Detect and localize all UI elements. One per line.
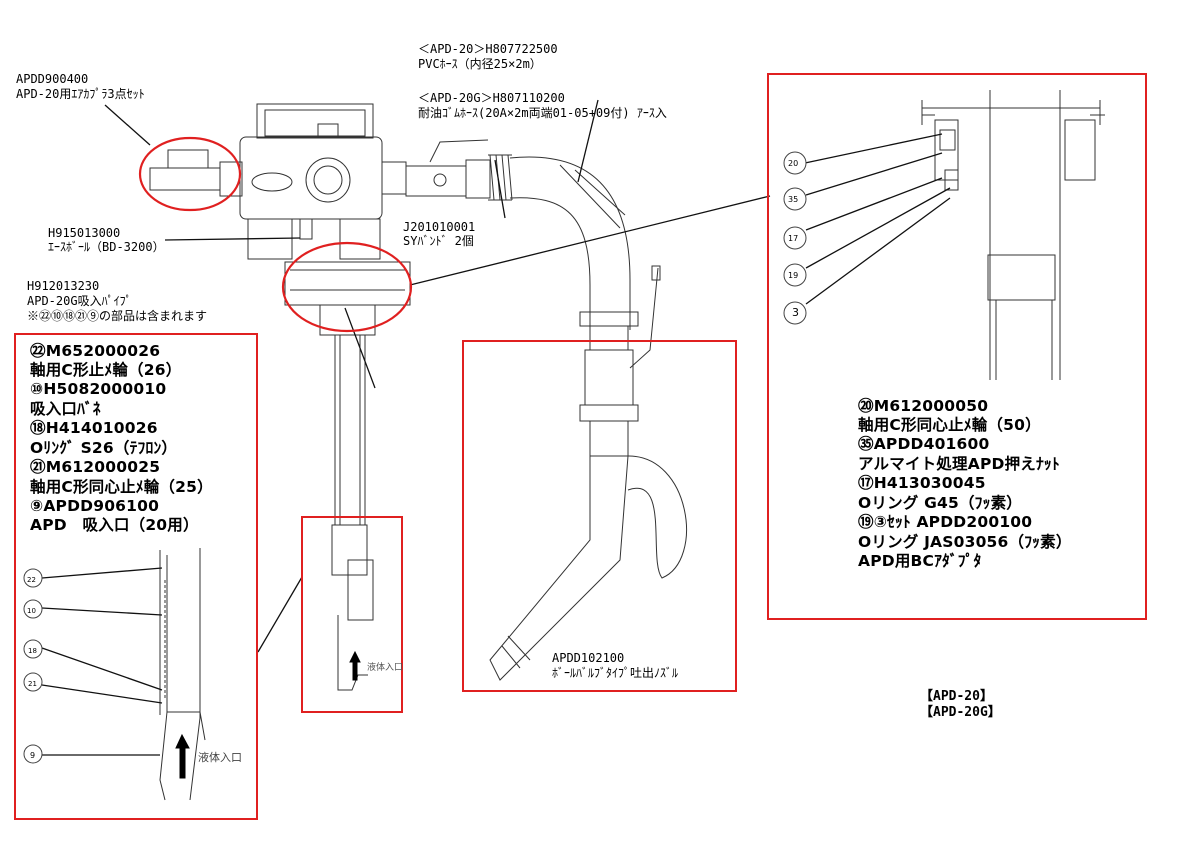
pipe-desc: APD-20G吸入ﾊﾟｲﾌﾟ	[27, 294, 132, 308]
right-panel-line: Oリング JAS03056（ﾌｯ素）	[858, 533, 1072, 551]
band-desc: SYﾊﾞﾝﾄﾞ 2個	[403, 234, 474, 248]
right-panel-line: ⑳M612000050	[858, 397, 989, 415]
right-panel-line: アルマイト処理APD押えﾅｯﾄ	[858, 455, 1060, 473]
model-label-apd20: 【APD-20】	[920, 689, 993, 704]
rubber-hose-code: ＜APD-20G＞H807110200	[418, 91, 565, 105]
pipe-note: ※㉒⑩⑱㉑⑨の部品は含まれます	[27, 309, 208, 323]
callout-circle	[783, 151, 807, 175]
coupler-code: APDD900400	[16, 72, 89, 86]
nozzle-code: APDD102100	[552, 651, 625, 665]
pipe-code: H912013230	[27, 279, 100, 293]
left-panel-line: 軸用C形止ﾒ輪（26）	[30, 361, 182, 379]
callout-number: 35	[788, 195, 799, 204]
callout-circle	[783, 226, 807, 250]
callout-circle	[23, 568, 43, 588]
rubber-hose-desc: 耐油ｺﾞﾑﾎｰｽ(20A×2m両端01-05+09付) ｱｰｽ入	[418, 106, 667, 120]
left-panel-line: ⑨APDD906100	[30, 497, 160, 515]
coupler-highlight	[138, 136, 242, 212]
pump-nut	[284, 261, 411, 306]
pvc-hose-desc: PVCﾎｰｽ（内径25×2m）	[418, 57, 542, 71]
air-coupler	[149, 167, 221, 191]
nozzle-grip	[627, 455, 687, 579]
nut-highlight	[281, 241, 413, 333]
callout-circle	[23, 744, 43, 764]
ball-valve-desc: ｴｰｽﾎﾞｰﾙ（BD-3200）	[48, 240, 165, 254]
callout-number: 20	[788, 159, 799, 168]
nozzle-panel	[462, 340, 737, 692]
callout-number: 19	[788, 271, 799, 280]
left-panel-line: Oﾘﾝｸﾞ S26（ﾃﾌﾛﾝ）	[30, 439, 178, 457]
band-code: J201010001	[403, 220, 476, 234]
callout-circle	[23, 639, 43, 659]
coupler-desc: APD-20用ｴｱｶﾌﾟﾗ3点ｾｯﾄ	[16, 87, 145, 101]
inlet-arrow	[175, 733, 190, 779]
left-parts-panel	[14, 333, 258, 820]
callout-number: 9	[30, 751, 36, 760]
model-label-apd20g: 【APD-20G】	[920, 705, 1001, 720]
left-panel-line: 吸入口ﾊﾞﾈ	[30, 400, 101, 418]
callout-number: 21	[28, 680, 37, 688]
right-panel-line: 軸用C形同心止ﾒ輪（50）	[858, 416, 1041, 434]
pump-handle	[256, 103, 374, 139]
left-panel-line: ⑱H414010026	[30, 419, 158, 437]
right-panel-line: ⑲③ｾｯﾄ APDD200100	[858, 513, 1033, 531]
left-inlet-label: 液体入口	[198, 751, 242, 764]
ball-valve-code: H915013000	[48, 226, 121, 240]
nozzle-spout	[489, 455, 629, 681]
callout-circle	[783, 187, 807, 211]
callout-circle	[783, 263, 807, 287]
inlet-arrow	[349, 650, 361, 681]
small-inlet-label: 液体入口	[367, 663, 404, 673]
detail-outline	[922, 90, 1100, 380]
pump-body	[239, 136, 383, 220]
inlet-detail-box	[301, 516, 403, 713]
callout-number: 18	[28, 647, 37, 655]
right-panel-line: Oリング G45（ﾌｯ素）	[858, 494, 1022, 512]
callout-circle	[23, 599, 43, 619]
left-panel-line: ⑩H5082000010	[30, 380, 167, 398]
right-panel-line: ⑰H413030045	[858, 474, 986, 492]
left-panel-line: 軸用C形同心止ﾒ輪（25）	[30, 478, 213, 496]
callout-number: 17	[788, 234, 799, 243]
callout-number: 3	[792, 306, 799, 319]
callout-circle	[23, 672, 43, 692]
left-panel-line: ㉒M652000026	[30, 342, 161, 360]
hose	[509, 156, 631, 330]
right-parts-panel	[767, 73, 1147, 620]
right-panel-line: APD用BCｱﾀﾞﾌﾟﾀ	[858, 552, 982, 570]
right-panel-line: ㉟APDD401600	[858, 435, 990, 453]
callout-number: 10	[27, 607, 36, 615]
left-panel-line: ㉑M612000025	[30, 458, 161, 476]
pvc-hose-code: ＜APD-20＞H807722500	[418, 42, 558, 56]
left-panel-line: APD 吸入口（20用）	[30, 516, 199, 534]
pump-gauge	[305, 157, 351, 203]
nozzle-desc: ﾎﾞｰﾙﾊﾞﾙﾌﾞﾀｲﾌﾟ吐出ﾉｽﾞﾙ	[552, 666, 679, 680]
callout-circle	[783, 301, 807, 325]
callout-number: 22	[27, 576, 36, 584]
